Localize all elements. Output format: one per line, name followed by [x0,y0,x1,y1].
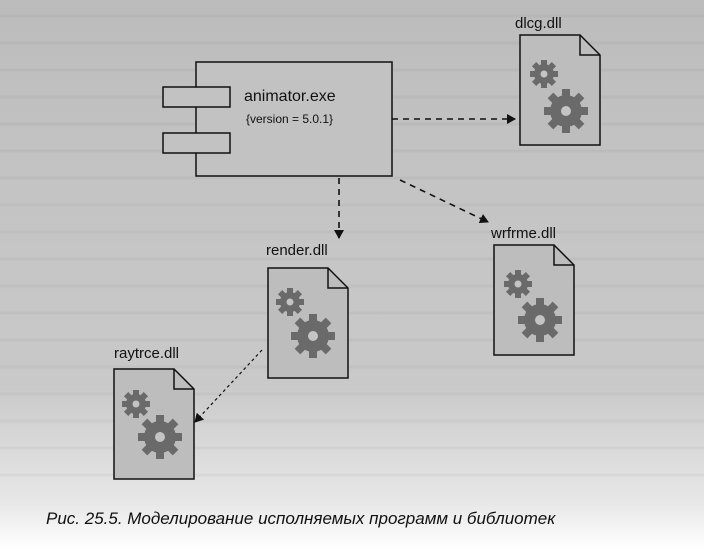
file-render: render.dll [266,242,349,379]
dependency-arrow-raytrce [194,349,263,423]
file-dlcg: dlcg.dll [515,15,601,146]
file-wrfrme-label: wrfrme.dll [490,225,556,242]
file-raytrce: raytrce.dll [113,345,195,480]
component-animator: animator.exe {version = 5.0.1} [162,61,393,177]
component-port-top [162,86,231,108]
file-render-label: render.dll [266,242,328,259]
dependency-arrow-wrfrme [399,179,489,224]
component-body [195,61,393,177]
file-dlcg-label: dlcg.dll [515,15,562,32]
component-diagram: animator.exe {version = 5.0.1} dlcg.dll … [113,15,601,480]
component-version: {version = 5.0.1} [246,112,333,126]
file-raytrce-label: raytrce.dll [114,345,179,362]
file-wrfrme: wrfrme.dll [490,225,575,356]
figure-caption: Рис. 25.5. Моделирование исполняемых про… [46,509,556,528]
component-name: animator.exe [244,88,336,105]
component-port-bottom [162,132,231,154]
